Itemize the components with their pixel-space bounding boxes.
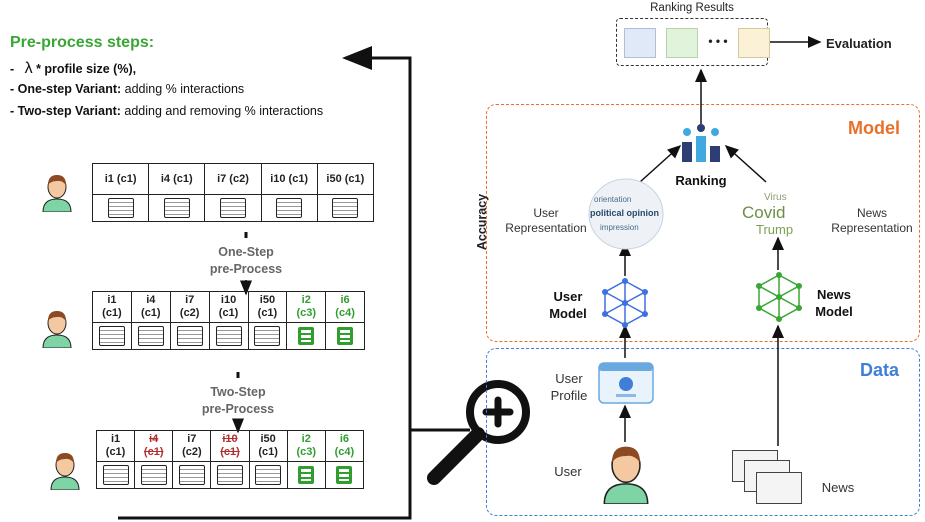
- news-model-network-icon: [756, 272, 802, 322]
- ellipsis-dots: • • •: [708, 34, 728, 48]
- cloud-word: impression: [600, 223, 639, 232]
- newspaper-icon: [95, 461, 136, 489]
- return-line: [118, 46, 412, 520]
- user-avatar-icon: [42, 311, 72, 348]
- user-representation-label: User Representation: [505, 206, 587, 235]
- cloud-word: political opinion: [590, 208, 659, 218]
- seq-cell: i50(c1): [248, 430, 288, 462]
- cloud-word: Virus: [764, 192, 787, 203]
- one-step-process-label: One-Step pre-Process: [209, 245, 283, 276]
- cloud-word: orientation: [594, 195, 631, 204]
- seq-cell-removed: i4(c1): [134, 430, 174, 462]
- ranking-podium-icon: [682, 124, 720, 162]
- newspaper-icon: [248, 461, 288, 489]
- news-model-label: News Model: [815, 287, 853, 319]
- sequence-two-step: i1(c1) i4(c1) i7(c2) i10(c1) i50(c1) i2(…: [95, 430, 365, 489]
- newspaper-icon: [148, 194, 206, 222]
- seq-cell-added: i6(c4): [325, 291, 365, 323]
- user-profile-card-icon: [598, 362, 654, 404]
- ranking-label: Ranking: [675, 173, 727, 188]
- news-label: News: [821, 480, 855, 495]
- newspaper-icon: [91, 194, 150, 222]
- sequence-original: i1 (c1) i4 (c1) i7 (c2) i10 (c1) i50 (c1…: [91, 163, 375, 222]
- newspaper-icon: [172, 461, 212, 489]
- news-card-icon: [624, 28, 656, 58]
- newspaper-icon: [169, 322, 210, 350]
- green-newspaper-icon: [286, 322, 327, 350]
- user-model-label: User Model: [549, 289, 587, 321]
- news-card-icon: [666, 28, 698, 58]
- user-avatar-icon: [50, 453, 80, 490]
- two-step-process-label: Two-Step pre-Process: [201, 385, 275, 416]
- steps-title: Pre-process steps:: [10, 34, 155, 51]
- user-label: User: [554, 464, 582, 479]
- newspaper-icon: [130, 322, 171, 350]
- newspaper-stack-icon: [756, 472, 802, 504]
- newspaper-icon: [260, 194, 318, 222]
- seq-cell: i10(c1): [208, 291, 249, 323]
- seq-cell: i7 (c2): [204, 163, 262, 195]
- newspaper-icon: [210, 461, 250, 489]
- seq-cell-added: i2(c3): [286, 430, 326, 462]
- seq-cell: i4 (c1): [148, 163, 206, 195]
- cloud-word: Trump: [756, 222, 793, 237]
- zoom-in-magnifier-icon: [427, 380, 530, 485]
- news-representation-label: News Representation: [831, 206, 913, 235]
- evaluation-label: Evaluation: [826, 36, 892, 51]
- news-card-icon: [738, 28, 770, 58]
- newspaper-icon: [204, 194, 262, 222]
- user-representation-wordcloud-icon: orientation political opinion impression: [588, 178, 664, 250]
- ranking-results-label: Ranking Results: [650, 2, 734, 14]
- seq-cell: i1(c1): [95, 430, 136, 462]
- step-line-one-step: - One-step Variant: adding % interaction…: [10, 82, 245, 96]
- newspaper-icon: [316, 194, 375, 222]
- user-profile-label: User Profile: [550, 371, 588, 403]
- seq-cell: i7(c2): [169, 291, 210, 323]
- newspaper-icon: [208, 322, 249, 350]
- data-section-title: Data: [860, 360, 900, 380]
- seq-cell: i50(c1): [247, 291, 288, 323]
- data-section-box: [486, 348, 920, 516]
- seq-cell: i4(c1): [130, 291, 171, 323]
- news-representation-wordcloud-icon: Virus Covid Trump: [742, 192, 793, 237]
- newspaper-icon: [92, 322, 132, 350]
- model-section-box: [486, 104, 920, 342]
- user-avatar-icon: [42, 175, 72, 212]
- newspaper-icon: [134, 461, 174, 489]
- cloud-word: Covid: [742, 203, 785, 222]
- green-newspaper-icon: [324, 461, 365, 489]
- step-line-two-step: - Two-step Variant: adding and removing …: [10, 104, 324, 118]
- sequence-one-step: i1(c1) i4(c1) i7(c2) i10(c1) i50(c1) i2(…: [92, 291, 365, 350]
- step-line-lambda: - λ * profile size (%),: [10, 60, 137, 77]
- user-avatar-icon: [603, 446, 649, 504]
- lambda-symbol: λ: [24, 60, 33, 77]
- user-model-network-icon: [602, 278, 648, 328]
- model-section-title: Model: [848, 118, 900, 138]
- newspaper-icon: [247, 322, 288, 350]
- seq-cell: i10 (c1): [260, 163, 318, 195]
- seq-cell: i7(c2): [172, 430, 212, 462]
- green-newspaper-icon: [325, 322, 365, 350]
- seq-cell: i50 (c1): [316, 163, 375, 195]
